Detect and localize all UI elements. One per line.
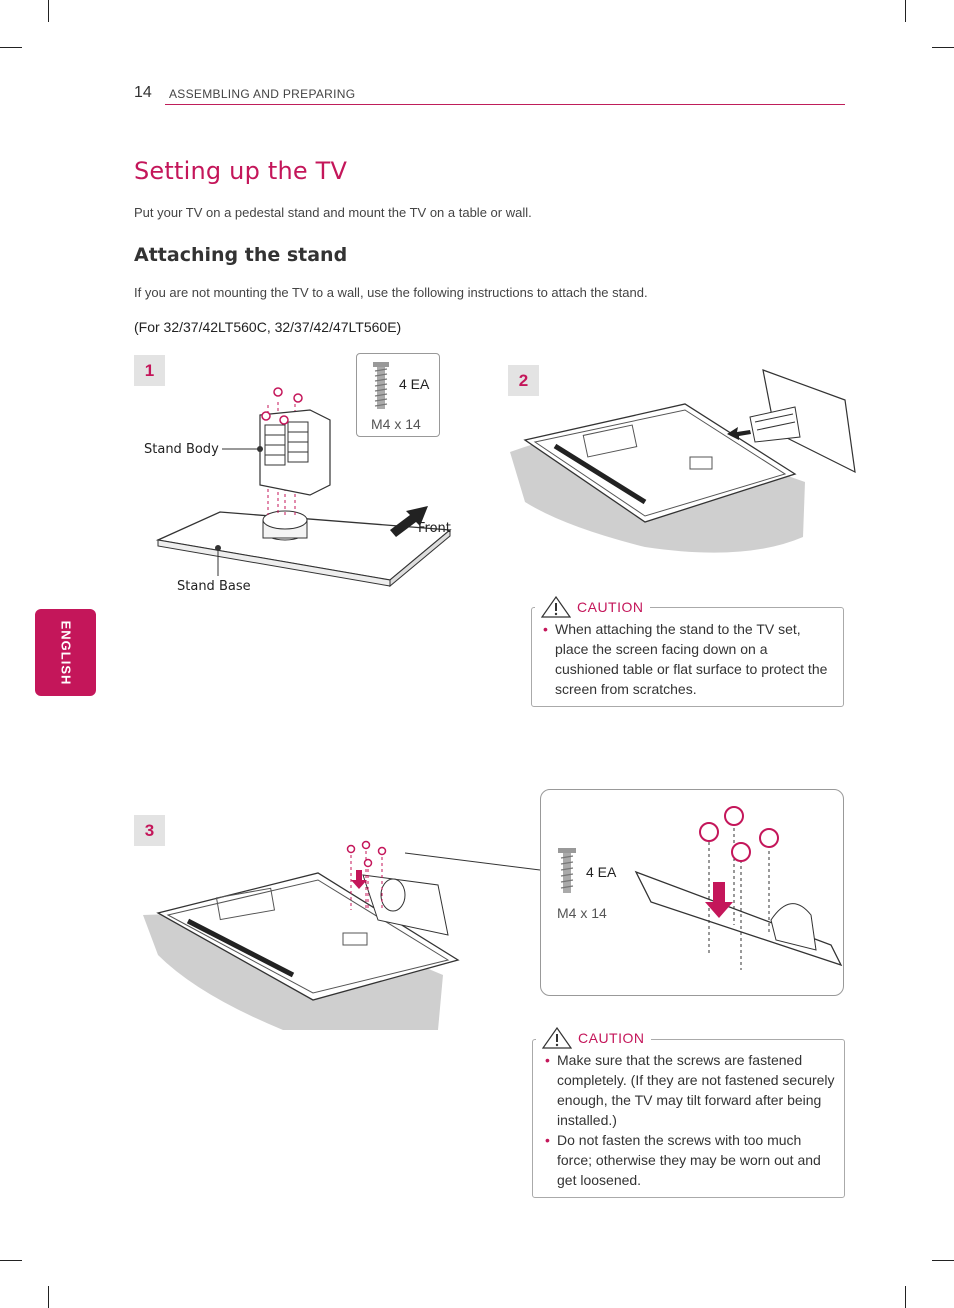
screw-size: M4 x 14 — [371, 416, 421, 432]
caution-title-text: CAUTION — [577, 599, 644, 615]
zoom-callout-lines — [405, 852, 541, 871]
crop-mark — [48, 1286, 49, 1308]
screw-quantity: 4 EA — [399, 376, 430, 392]
crop-mark — [0, 47, 22, 48]
crop-mark — [932, 47, 954, 48]
label-stand-body: Stand Body — [144, 442, 219, 457]
crop-mark — [905, 1286, 906, 1308]
screw-icon — [373, 362, 389, 409]
caution-item: When attaching the stand to the TV set, … — [543, 619, 833, 699]
step-number: 2 — [508, 365, 539, 396]
section-header: ASSEMBLING AND PREPARING — [169, 87, 356, 101]
screw-quantity: 4 EA — [586, 864, 617, 880]
subsection-title: Attaching the stand — [134, 244, 348, 266]
screw-detail-illustration — [558, 806, 843, 970]
caution-title: CAUTION — [535, 596, 650, 618]
crop-mark — [48, 0, 49, 22]
warning-icon — [542, 1027, 572, 1049]
tv-with-stand-illustration — [143, 840, 460, 1030]
crop-mark — [932, 1260, 954, 1261]
caution-item: Do not fasten the screws with too much f… — [545, 1130, 835, 1190]
screw-size: M4 x 14 — [557, 905, 607, 921]
page-title: Setting up the TV — [134, 157, 348, 185]
zoom-detail-box: 4 EA M4 x 14 — [540, 789, 844, 996]
page-number: 14 — [134, 84, 152, 101]
crop-mark — [905, 0, 906, 22]
stand-assembly-illustration — [155, 387, 452, 588]
language-tab-label: ENGLISH — [58, 620, 73, 685]
screw-spec-box: 4 EA M4 x 14 — [356, 353, 440, 437]
header-rule — [165, 104, 845, 105]
caution-title-text: CAUTION — [578, 1030, 645, 1046]
instruction-text: If you are not mounting the TV to a wall… — [134, 285, 648, 300]
caution-list: Make sure that the screws are fastened c… — [545, 1050, 835, 1190]
step-number: 3 — [134, 815, 165, 846]
intro-text: Put your TV on a pedestal stand and moun… — [134, 205, 532, 220]
caution-item: Make sure that the screws are fastened c… — [545, 1050, 835, 1130]
label-front: Front — [418, 521, 451, 536]
crop-mark — [0, 1260, 22, 1261]
caution-list: When attaching the stand to the TV set, … — [543, 619, 833, 699]
language-tab: ENGLISH — [35, 609, 96, 696]
step-number: 1 — [134, 355, 165, 386]
warning-icon — [541, 596, 571, 618]
label-stand-base: Stand Base — [177, 579, 251, 594]
tv-face-down-illustration — [510, 369, 856, 553]
model-list: (For 32/37/42LT560C, 32/37/42/47LT560E) — [134, 319, 402, 335]
caution-title: CAUTION — [536, 1027, 651, 1049]
